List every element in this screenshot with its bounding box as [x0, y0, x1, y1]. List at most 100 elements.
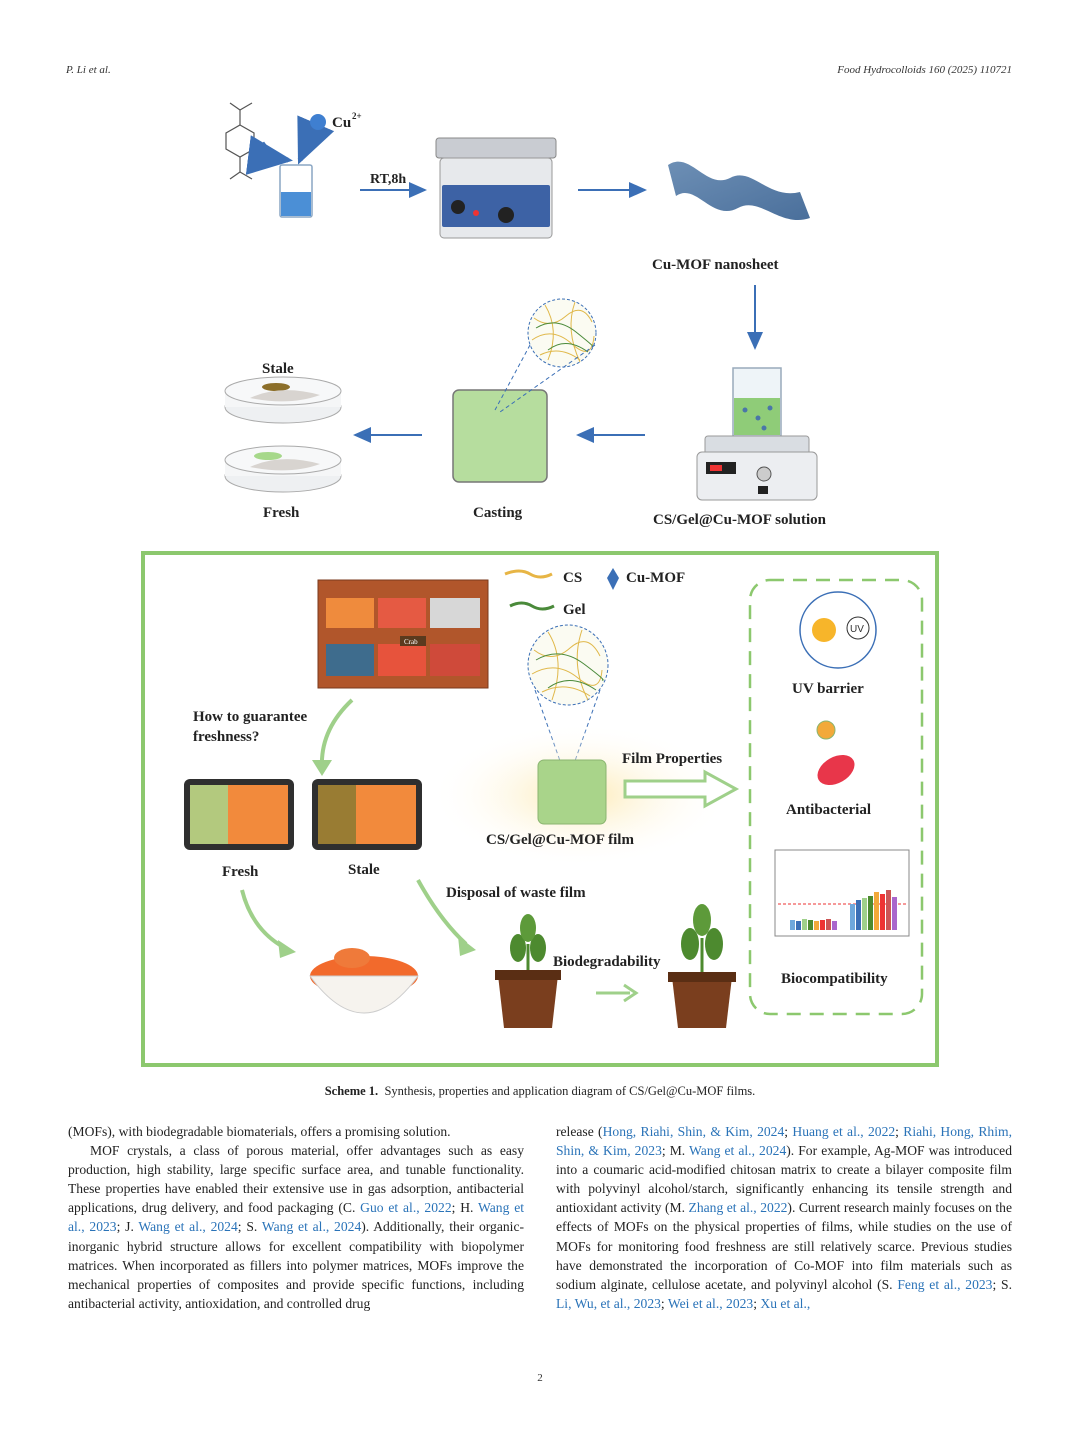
text-run: MOF crystals, a class of porous material… — [68, 1143, 524, 1216]
text-run: ). Additionally, their organic-inorganic… — [68, 1219, 524, 1311]
citation-link[interactable]: Wang et al., 2023 — [68, 1200, 525, 1235]
solution-label: CS/Gel@Cu-MOF solution — [653, 512, 827, 528]
cast-film-icon — [452, 389, 548, 483]
uv-barrier-icon: UV — [799, 591, 877, 669]
green-arrowhead-icon — [458, 936, 476, 956]
magnetic-stirrer-icon — [696, 367, 818, 501]
biocompatibility-label: Biocompatibility — [781, 971, 888, 987]
petri-dish-fresh-icon — [224, 445, 342, 493]
text-run: ; — [784, 1124, 793, 1139]
biocompatibility-chart-thumbnail — [774, 849, 910, 937]
citation-link[interactable]: Huang et al., 2022 — [792, 1124, 896, 1139]
citation-link[interactable]: Zhang et al., 2022 — [688, 1200, 788, 1216]
bacteria-icon — [817, 754, 855, 786]
cu-ion-label: Cu — [332, 115, 351, 131]
market-sign: Crab — [404, 638, 418, 646]
green-arrowhead-icon — [623, 983, 639, 1003]
curved-arrow-icon — [245, 135, 293, 175]
citation-link[interactable]: Wang et al., 2024 — [138, 1219, 238, 1235]
packaged-shrimp-fresh-icon — [184, 779, 294, 850]
thumbnail-bar — [826, 919, 831, 930]
zoom-line — [494, 344, 531, 411]
nanosheet-label: Cu-MOF nanosheet — [652, 257, 779, 273]
citation-link[interactable]: Xu et al., — [760, 1295, 811, 1311]
film-properties-label: Film Properties — [622, 751, 722, 767]
biodegradability-label: Biodegradability — [553, 954, 661, 970]
copper-ion-icon — [310, 114, 326, 130]
legend-cumof-label: Cu-MOF — [626, 570, 685, 586]
page-number: 2 — [537, 1372, 543, 1384]
nanosheet-icon — [668, 161, 810, 220]
citation-link[interactable]: Li, Wu, et al., 2023 — [556, 1295, 661, 1311]
gel-legend-icon — [509, 601, 555, 611]
shrimp-soup-bowl-icon — [309, 948, 419, 1014]
figure-caption: Scheme 1. Synthesis, properties and appl… — [0, 1084, 1080, 1099]
plant-pot-icon — [495, 914, 561, 1028]
citation-link[interactable]: Wang et al., 2024 — [261, 1219, 362, 1235]
cs-legend-icon — [504, 569, 553, 579]
text-run: ; M. — [661, 1143, 690, 1159]
citation-link[interactable]: Riahi, Hong, Rhim, Shin, & Kim, 2023 — [556, 1124, 1012, 1159]
citation-link[interactable]: Guo et al., 2022 — [360, 1200, 452, 1216]
antibacterial-label: Antibacterial — [786, 802, 871, 818]
properties-box — [748, 578, 924, 1016]
polymer-network-zoom-icon — [527, 298, 597, 368]
thumbnail-bar — [856, 900, 861, 930]
citation-link[interactable]: Wang et al., 2024 — [689, 1143, 787, 1159]
paragraph: MOF crystals, a class of porous material… — [68, 1141, 524, 1313]
casting-label: Casting — [473, 505, 523, 521]
thumbnail-bar — [862, 898, 867, 930]
petri-dish-stale-icon — [224, 376, 342, 424]
thumbnail-bar — [832, 921, 837, 930]
stale-package-label: Stale — [348, 862, 380, 878]
thumbnail-bar — [814, 921, 819, 930]
running-header-journal: Food Hydrocolloids 160 (2025) 110721 — [837, 64, 1012, 76]
text-run: ; J. — [116, 1219, 139, 1235]
text-run: ; — [895, 1124, 904, 1139]
thumbnail-bar — [892, 897, 897, 930]
polymer-chains-icon — [531, 301, 595, 363]
thumbnail-bar — [880, 894, 885, 930]
thumbnail-bar — [820, 920, 825, 930]
polymer-chains-icon — [535, 322, 594, 353]
cu-mof-legend-icon — [607, 568, 619, 590]
polymer-network-zoom-icon — [527, 624, 609, 706]
bacteria-icon — [816, 720, 836, 740]
text-run: ). Current research mainly focuses on th… — [556, 1200, 1013, 1292]
question-line-2: freshness? — [193, 729, 259, 745]
citation-link[interactable]: Wei et al., 2023 — [667, 1295, 754, 1311]
text-run: release ( — [556, 1124, 603, 1139]
zoom-line — [499, 344, 596, 413]
film-properties-arrow-icon — [623, 769, 740, 809]
reaction-condition-label: RT,8h — [370, 172, 406, 187]
thumbnail-bar — [886, 890, 891, 930]
thumbnail-bar — [802, 919, 807, 930]
cu-charge-label: 2+ — [352, 111, 362, 121]
text-run: ; — [660, 1295, 668, 1311]
legend-gel-label: Gel — [563, 602, 586, 618]
green-arrowhead-icon — [312, 760, 332, 776]
text-run: ; — [753, 1295, 761, 1311]
stale-label: Stale — [262, 361, 294, 377]
curved-arrow-icon — [297, 115, 335, 165]
caption-label: Scheme 1. — [324, 1084, 379, 1098]
plant-pot-icon — [668, 904, 736, 1028]
caption-text: Synthesis, properties and application di… — [384, 1084, 756, 1098]
paragraph: release (Hong, Riahi, Shin, & Kim, 2024;… — [556, 1122, 1012, 1313]
citation-link[interactable]: Feng et al., 2023 — [897, 1276, 993, 1292]
green-arrowhead-icon — [278, 940, 296, 958]
beaker-icon — [279, 164, 313, 218]
question-line-1: How to guarantee — [193, 709, 307, 725]
seafood-market-icon: Crab — [317, 579, 489, 689]
running-header-authors: P. Li et al. — [66, 64, 111, 76]
polymer-chains-icon — [531, 629, 603, 701]
legend-cs-label: CS — [563, 570, 582, 586]
paragraph: (MOFs), with biodegradable biomaterials,… — [68, 1124, 451, 1139]
uv-icon-text: UV — [850, 624, 864, 635]
molecule-structure-icon — [225, 102, 255, 180]
citation-link[interactable]: Hong, Riahi, Shin, & Kim, 2024 — [602, 1124, 785, 1139]
body-column-right: release (Hong, Riahi, Shin, & Kim, 2024;… — [556, 1122, 1012, 1313]
disposal-label: Disposal of waste film — [446, 885, 586, 901]
thumbnail-bar — [868, 896, 873, 930]
text-run: ; S. — [237, 1219, 262, 1235]
